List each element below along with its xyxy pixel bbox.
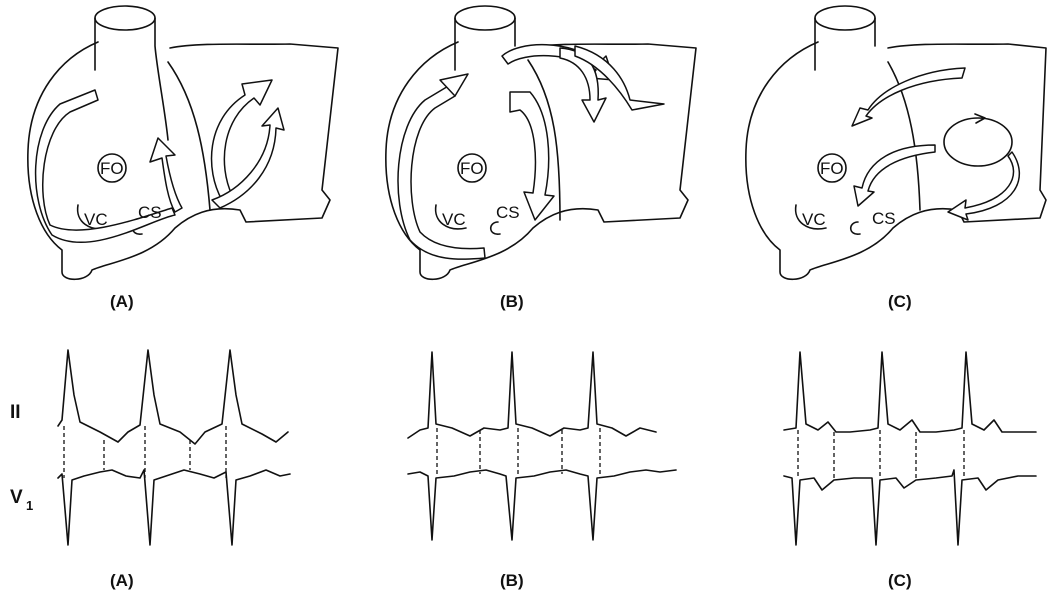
- cs-label-c: CS: [872, 209, 896, 228]
- fo-label-a: FO: [100, 159, 124, 178]
- fo-label-c: FO: [820, 159, 844, 178]
- cs-mark: [491, 222, 500, 234]
- svc-opening: [815, 6, 875, 30]
- lead-v1-trace-a: [58, 470, 290, 545]
- lead-ii-trace-c: [784, 352, 1036, 432]
- vc-label-c: VC: [802, 210, 826, 229]
- ecg-panel-c: (C): [784, 352, 1036, 590]
- fo-label-b: FO: [460, 159, 484, 178]
- vc-label-a: VC: [84, 210, 108, 229]
- middle-arrow-c: [854, 145, 935, 206]
- cs-label-a: CS: [138, 203, 162, 222]
- heart-diagram-a: FO VC CS (A): [28, 6, 338, 311]
- right-atrium-outline: [28, 42, 338, 279]
- lead-v1-trace-c: [784, 470, 1036, 545]
- reentry-circle: [944, 118, 1012, 166]
- panel-label-top-c: (C): [888, 292, 912, 311]
- panel-label-bottom-b: (B): [500, 571, 524, 590]
- svc-trunk: [95, 18, 168, 140]
- panel-label-bottom-c: (C): [888, 571, 912, 590]
- lead-ii-trace-a: [58, 350, 288, 444]
- vc-label-b: VC: [442, 210, 466, 229]
- panel-label-top-b: (B): [500, 292, 524, 311]
- lead-v1-subscript: 1: [26, 498, 33, 513]
- lead-ii-trace-b: [408, 352, 656, 438]
- ascending-arrow-a: [150, 138, 182, 212]
- heart-diagram-c: FO VC CS (C): [746, 6, 1046, 311]
- panel-label-bottom-a: (A): [110, 571, 134, 590]
- heart-diagram-b: FO VC CS (B): [386, 6, 696, 311]
- lead-v1-trace-b: [408, 470, 676, 540]
- lead-ii-label: II: [10, 402, 21, 423]
- ecg-panel-b: (B): [408, 352, 676, 590]
- lead-v1-label: V: [10, 487, 23, 508]
- cs-label-b: CS: [496, 203, 520, 222]
- svc-opening: [95, 6, 155, 30]
- svc-opening: [455, 6, 515, 30]
- cs-mark: [851, 222, 860, 234]
- descending-arrow-b: [510, 92, 554, 220]
- ecg-panel-a: (A): [58, 350, 290, 590]
- panel-label-top-a: (A): [110, 292, 134, 311]
